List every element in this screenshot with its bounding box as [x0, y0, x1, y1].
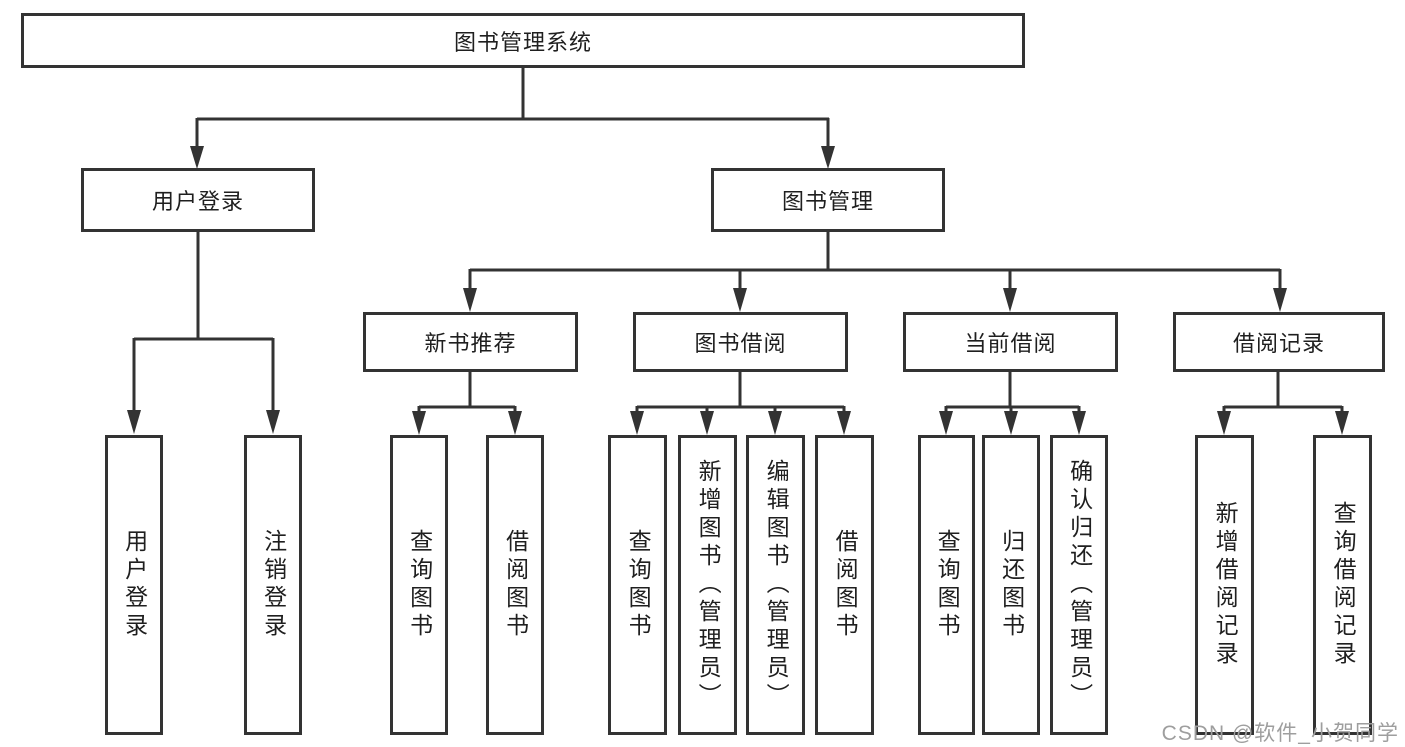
csdn-watermark: CSDN @软件_小贺同学	[1161, 722, 1399, 745]
leaf-current-query-books-label: 查询图书	[934, 529, 961, 641]
leaf-logout-label: 注销登录	[260, 529, 287, 641]
leaf-newbook-query-books: 查询图书	[390, 435, 448, 735]
leaf-current-confirm-return-admin-label: 确认归还（管理员）	[1066, 459, 1093, 711]
leaf-records-query-record-label: 查询借阅记录	[1330, 501, 1357, 669]
node-current-borrow: 当前借阅	[903, 312, 1118, 372]
node-user-login-label: 用户登录	[151, 189, 244, 214]
leaf-newbook-borrow-books: 借阅图书	[486, 435, 544, 735]
leaf-user-login-label: 用户登录	[121, 529, 148, 641]
leaf-records-add-record-label: 新增借阅记录	[1212, 501, 1239, 669]
leaf-records-query-record: 查询借阅记录	[1313, 435, 1372, 735]
node-user-login: 用户登录	[81, 168, 315, 232]
leaf-current-return-books-label: 归还图书	[998, 529, 1025, 641]
node-new-book-recommend-label: 新书推荐	[424, 331, 517, 356]
node-book-management-label: 图书管理	[781, 189, 874, 214]
leaf-borrow-query-books-label: 查询图书	[625, 529, 652, 641]
node-book-borrow: 图书借阅	[633, 312, 848, 372]
leaf-newbook-borrow-books-label: 借阅图书	[502, 529, 529, 641]
leaf-borrow-query-books: 查询图书	[608, 435, 667, 735]
node-root-label: 图书管理系统	[453, 29, 592, 55]
leaf-newbook-query-books-label: 查询图书	[406, 529, 433, 641]
node-book-management: 图书管理	[711, 168, 945, 232]
leaf-current-return-books: 归还图书	[982, 435, 1040, 735]
leaf-borrow-borrow-books: 借阅图书	[815, 435, 874, 735]
node-borrow-records-label: 借阅记录	[1232, 331, 1325, 356]
node-root: 图书管理系统	[21, 13, 1025, 68]
node-current-borrow-label: 当前借阅	[964, 331, 1057, 356]
leaf-logout: 注销登录	[244, 435, 302, 735]
leaf-borrow-borrow-books-label: 借阅图书	[832, 529, 859, 641]
node-book-borrow-label: 图书借阅	[694, 331, 787, 356]
leaf-borrow-add-books-admin: 新增图书（管理员）	[678, 435, 737, 735]
leaf-borrow-edit-books-admin: 编辑图书（管理员）	[746, 435, 805, 735]
leaf-records-add-record: 新增借阅记录	[1195, 435, 1254, 735]
leaf-current-query-books: 查询图书	[918, 435, 975, 735]
node-new-book-recommend: 新书推荐	[363, 312, 578, 372]
node-borrow-records: 借阅记录	[1173, 312, 1385, 372]
leaf-borrow-add-books-admin-label: 新增图书（管理员）	[695, 459, 722, 711]
leaf-user-login: 用户登录	[105, 435, 163, 735]
leaf-borrow-edit-books-admin-label: 编辑图书（管理员）	[763, 459, 790, 711]
leaf-current-confirm-return-admin: 确认归还（管理员）	[1050, 435, 1108, 735]
